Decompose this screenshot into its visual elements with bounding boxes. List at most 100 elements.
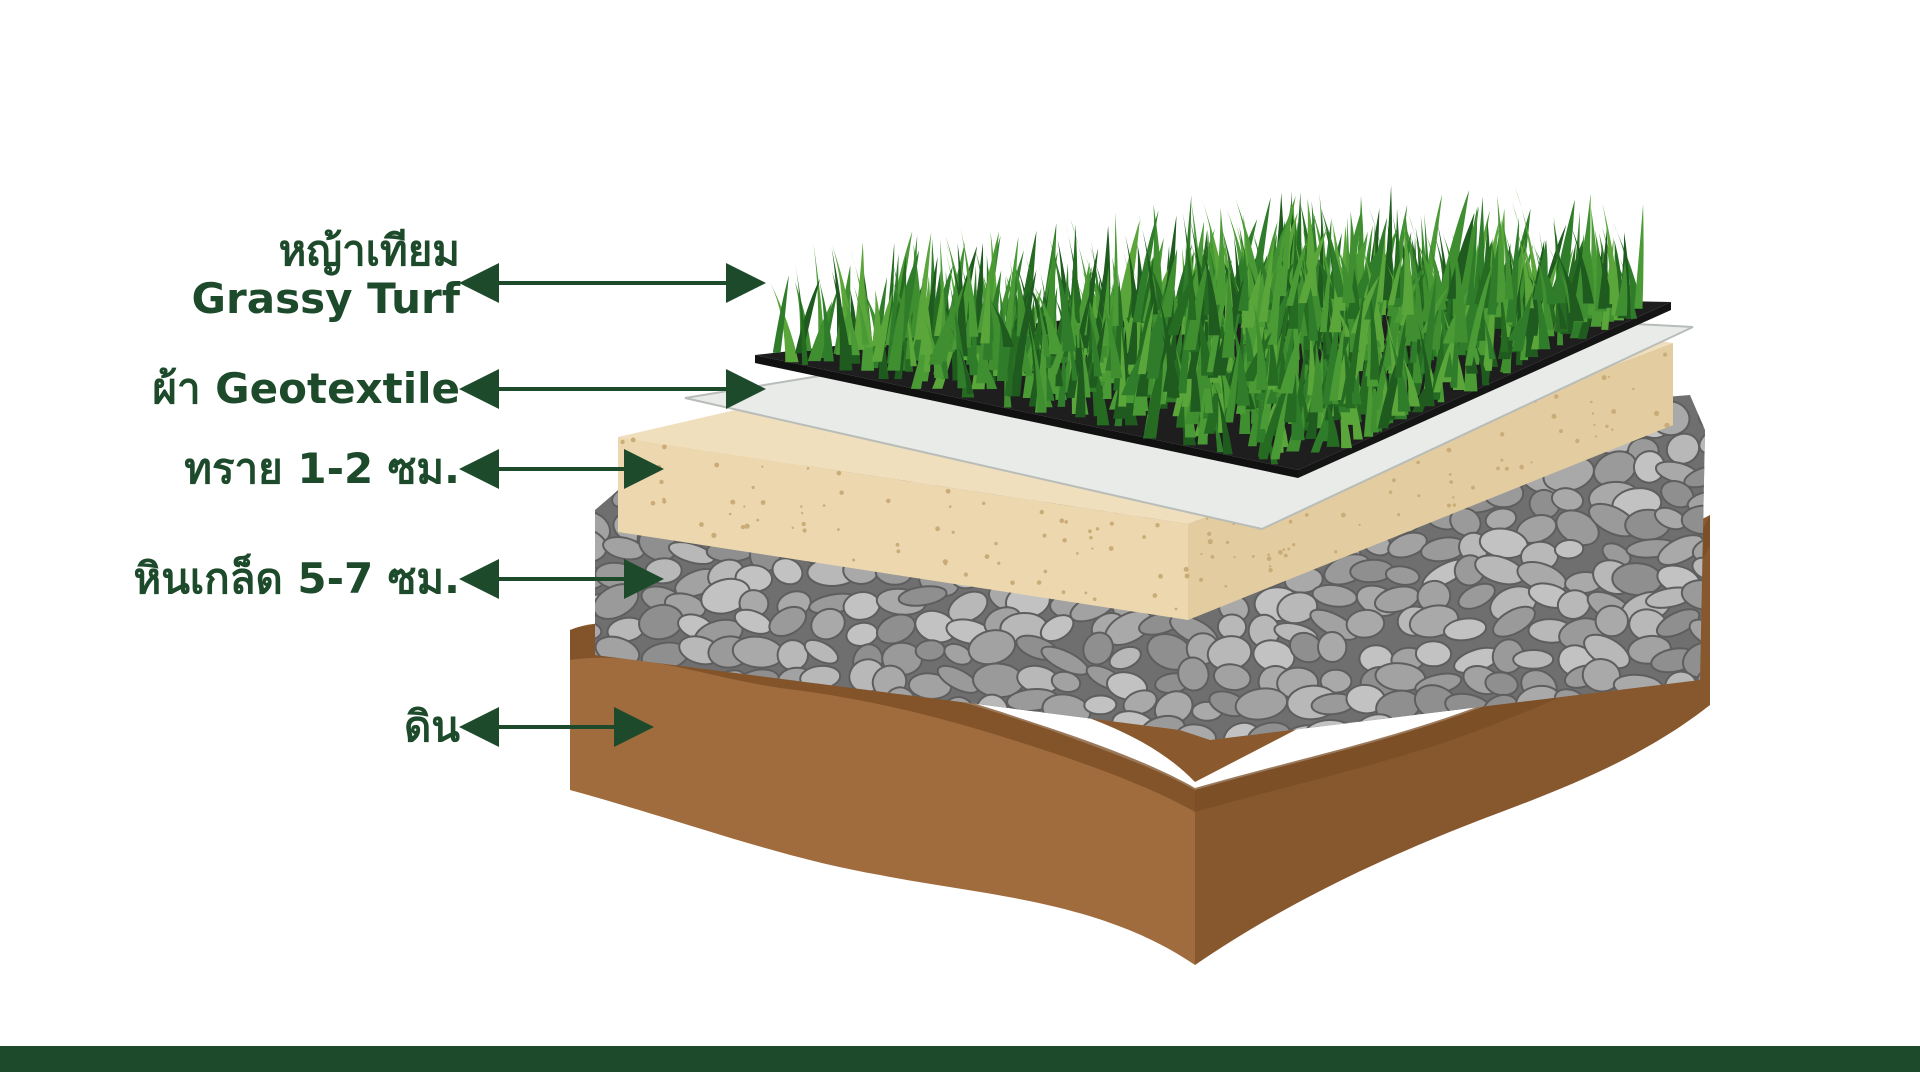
grass-blade [1316,208,1324,308]
gravel-stone [771,557,804,586]
gravel-stone [1345,608,1386,639]
grass-blade [1530,268,1551,350]
grass-blade [1402,355,1420,407]
sand-grain [1358,523,1361,527]
label-turf-thai: หญ้าเทียม [278,226,460,275]
sand-grain [945,488,951,494]
sand-grain [1278,550,1283,555]
grass-blade [1084,294,1102,377]
sand-grain [836,470,842,476]
grass-blade [1471,334,1490,386]
grass-blade [837,281,860,356]
sand-grain [994,541,998,546]
grass-blade [1279,199,1292,297]
grass-blade [1255,389,1267,443]
gravel-stone [1122,689,1158,716]
gravel-stone [595,620,603,642]
grass-blade [1346,293,1365,393]
grass-blade [1142,360,1164,439]
sand-grain [1417,494,1421,498]
gravel-stone [1316,631,1348,663]
gravel-stone [1083,694,1118,716]
sand-grain [711,532,717,539]
gravel-stone [644,557,683,585]
grass-blade [1240,268,1262,328]
grass-blade [1250,398,1279,465]
grass-blade [1569,221,1594,304]
sand-grain [1341,512,1346,518]
grass-blade [1441,307,1466,390]
sand-grain [852,558,856,562]
sand-grain [1089,536,1093,540]
grass-blade [1367,275,1380,380]
grass-blade [1101,297,1123,379]
gravel-stone [700,577,751,615]
gravel-stone [1457,582,1496,610]
sand-grain [714,462,720,468]
sand-grain [760,500,766,505]
grass-blade [1446,213,1475,299]
grass-blade [1189,284,1214,376]
sand-grain [1206,517,1209,520]
grass-blade [1267,232,1284,345]
grass-blade [1121,342,1148,396]
sand-grain [1605,424,1609,428]
gravel-stone [595,432,614,460]
sand-grain [1010,580,1015,586]
sand-grain [948,505,952,508]
grass-blade [1258,240,1274,322]
grass-blade [1319,254,1332,333]
grass-blade [1224,343,1240,423]
label-gravel-text: หินเกล็ด 5-7 ซม. [133,554,460,603]
grass-blade [1553,246,1584,322]
sand-grain [743,505,746,508]
grass-blade [1634,204,1644,309]
grass-blade [1387,253,1403,306]
grass-blade [1307,324,1317,396]
sand-grain [1061,590,1066,595]
sand-grain [1611,409,1617,414]
sand-grain [1084,591,1088,595]
sand-grain [1449,480,1453,484]
sand-grain [1233,556,1236,559]
gravel-stone [595,408,607,433]
grass-blade [986,294,1015,347]
sand-grain [1448,473,1452,476]
sand-grain [1519,464,1524,470]
grass-blade [794,281,812,351]
grass-blade [1370,363,1379,433]
sand-grain [896,549,901,554]
sand-grain [1575,438,1580,444]
grass-blade [772,275,789,353]
grass-blade [1533,246,1558,305]
gravel-stone [1387,531,1428,559]
grass-blade [1511,290,1533,352]
sand-grain [1109,521,1114,526]
grass-blade [934,280,945,336]
gravel-stone [914,639,946,662]
sand-grain [1155,523,1160,528]
sand-grain [1088,529,1092,533]
label-turf: หญ้าเทียม Grassy Turf [192,227,460,323]
grass-blade [1309,341,1323,413]
grass-blade [980,271,1006,350]
grass-blade [1258,384,1287,460]
sand-grain [650,500,656,506]
grass-blade [1319,204,1346,298]
sand-grain [730,499,736,505]
sand-grain [1292,543,1296,547]
grass-blade [1125,235,1140,318]
grass-blade [1288,345,1312,431]
sand-grain [1446,503,1451,508]
sand-grain [1500,432,1505,437]
footer-bar [0,1046,1920,1072]
grass-blade [1025,257,1051,357]
gravel-stone [1553,538,1585,560]
gravel-stone [897,585,948,607]
label-sand: ทราย 1-2 ซม. [184,445,460,493]
gravel-stone [595,478,604,513]
sand-grain [1452,503,1457,507]
gravel-stone [1698,425,1705,455]
grass-blade [1417,320,1435,407]
